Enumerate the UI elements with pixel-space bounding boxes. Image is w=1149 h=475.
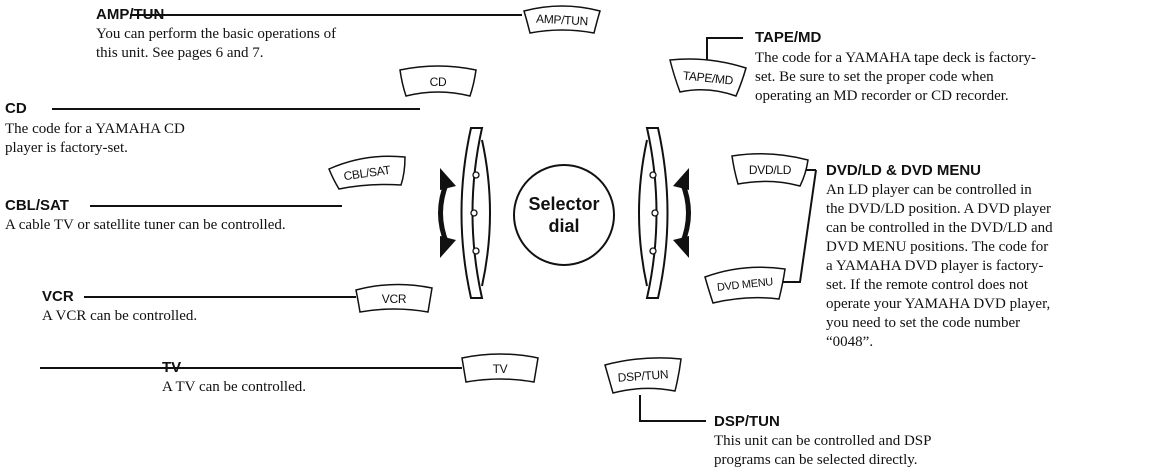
dvd-ld-desc-line: can be controlled in the DVD/LD and [826,220,1053,236]
cd-description: The code for a YAMAHA CD player is facto… [5,120,185,158]
cbl-sat-description: A cable TV or satellite tuner can be con… [5,216,286,235]
tv-desc-line: A TV can be controlled. [162,379,306,395]
cd-button[interactable]: CD [398,64,478,100]
tv-title: TV [162,359,182,376]
dsp-tun-title: DSP/TUN [714,413,780,430]
dsp-tun-desc-line: This unit can be controlled and DSP [714,433,932,449]
dvd-ld-desc-line: you need to set the code number [826,315,1021,331]
tape-md-desc-line: The code for a YAMAHA tape deck is facto… [755,50,1037,66]
dial-left-bracket-inner [481,139,491,287]
selector-dial-label-line2: dial [548,216,580,236]
cd-desc-line: The code for a YAMAHA CD [5,121,185,137]
cbl-sat-title: CBL/SAT [5,197,69,214]
tape-md-button-label: TAPE/MD [682,68,734,88]
dsp-tun-description: This unit can be controlled and DSP prog… [714,432,931,470]
rotate-arrow-left [438,168,456,258]
leader-line-dvd-menu [782,169,817,283]
vcr-description: A VCR can be controlled. [42,307,197,326]
dvd-ld-desc-line: a YAMAHA DVD player is factory- [826,258,1044,274]
cd-desc-line: player is factory-set. [5,140,128,156]
dvd-ld-title: DVD/LD & DVD MENU [826,162,982,179]
dvd-ld-button[interactable]: DVD/LD [730,152,810,188]
dvd-menu-button[interactable]: DVD MENU [703,265,787,305]
dvd-ld-button-label: DVD/LD [748,163,792,177]
dvd-ld-desc-line: set. If the remote control does not [826,277,1029,293]
cd-button-label: CD [429,75,447,89]
amp-tun-desc-line: this unit. See pages 6 and 7. [96,45,264,61]
leader-line-tape-md [706,37,743,66]
leader-line-dsp-tun [639,395,706,422]
tape-md-title: TAPE/MD [755,29,822,46]
amp-tun-desc-line: You can perform the basic operations of [96,26,337,42]
vcr-title: VCR [42,288,74,305]
dvd-ld-desc-line: “0048”. [826,334,874,350]
cbl-sat-desc-line: A cable TV or satellite tuner can be con… [5,217,286,233]
cbl-sat-button[interactable]: CBL/SAT [327,155,407,191]
vcr-button[interactable]: VCR [354,282,434,316]
tv-button[interactable]: TV [460,352,540,386]
selector-dial-label-line1: Selector [528,194,600,214]
dvd-ld-desc-line: the DVD/LD position. A DVD player [826,201,1051,217]
dial-right-bracket-inner [638,139,648,287]
tape-md-desc-line: set. Be sure to set the proper code when [755,69,994,85]
dsp-tun-button[interactable]: DSP/TUN [603,357,683,395]
tv-description: A TV can be controlled. [162,378,306,397]
vcr-button-label: VCR [381,292,407,306]
cd-title: CD [5,100,27,117]
vcr-desc-line: A VCR can be controlled. [42,308,198,324]
amp-tun-button-label: AMP/TUN [535,11,589,29]
dsp-tun-button-label: DSP/TUN [617,367,669,385]
dsp-tun-desc-line: programs can be selected directly. [714,452,918,468]
rotate-arrow-right [673,168,691,258]
tape-md-description: The code for a YAMAHA tape deck is facto… [755,49,1036,106]
tape-md-desc-line: operating an MD recorder or CD recorder. [755,88,1009,104]
dvd-ld-desc-line: DVD MENU positions. The code for [826,239,1049,255]
amp-tun-description: You can perform the basic operations of … [96,25,336,63]
dvd-ld-desc-line: An LD player can be controlled in [826,182,1032,198]
tv-button-label: TV [492,362,508,376]
amp-tun-button[interactable]: AMP/TUN [522,3,602,37]
dvd-ld-description: An LD player can be controlled in the DV… [826,181,1053,352]
dvd-ld-desc-line: operate your YAMAHA DVD player, [826,296,1051,312]
tape-md-button[interactable]: TAPE/MD [668,58,748,98]
amp-tun-title: AMP/TUN [96,6,165,23]
